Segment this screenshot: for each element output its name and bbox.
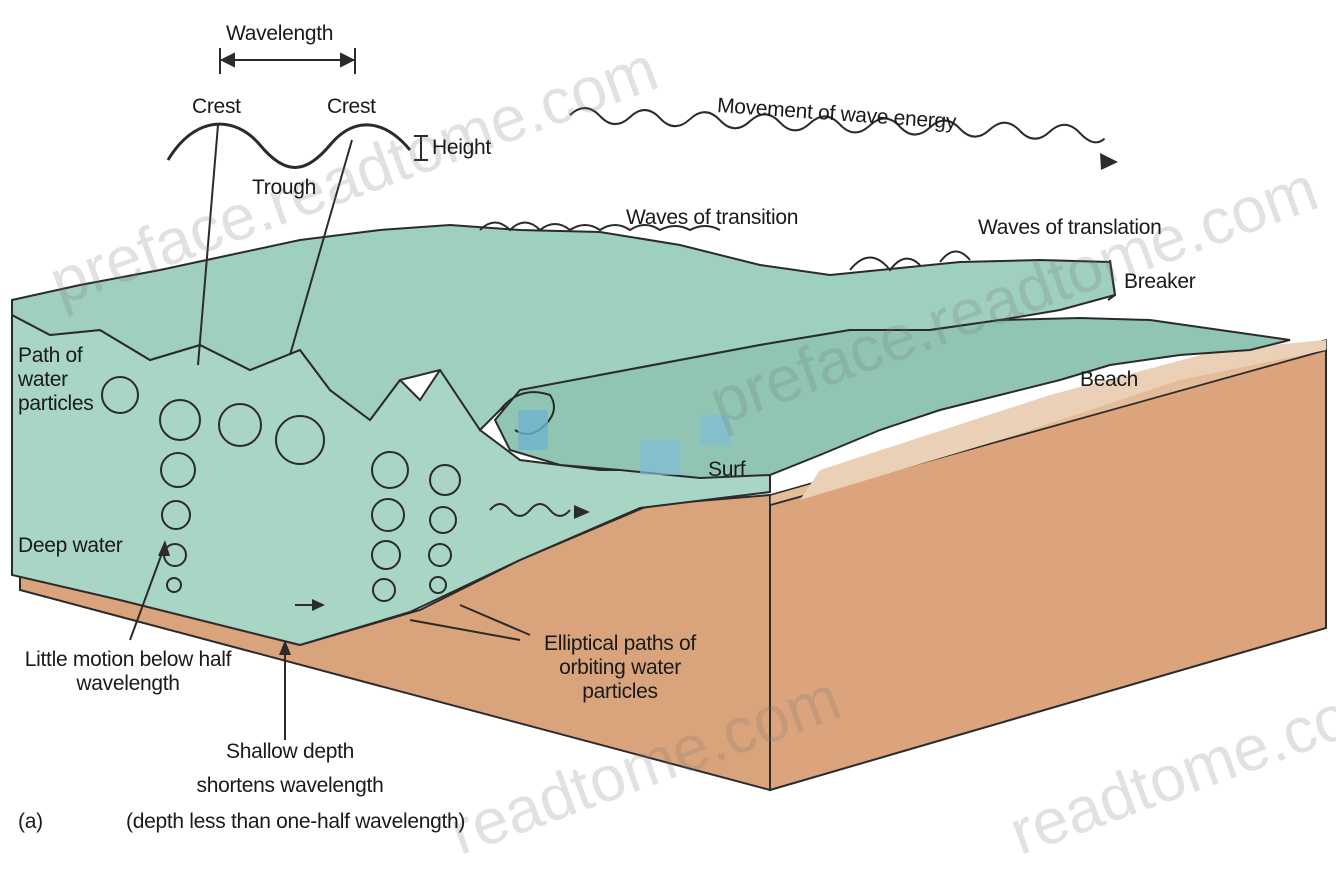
surf-patch-2 — [640, 440, 680, 475]
label-wavelength: Wavelength — [226, 22, 333, 46]
label-little-motion: Little motion below half wavelength — [8, 648, 248, 696]
label-shallow-3: (depth less than one-half wavelength) — [126, 810, 465, 834]
surf-patch-1 — [518, 410, 548, 450]
label-path-of-water-particles: Path of water particles — [18, 344, 118, 416]
surf-patch-3 — [700, 415, 730, 445]
wavelength-arrow — [220, 48, 355, 74]
label-elliptical: Elliptical paths of orbiting water parti… — [525, 632, 715, 704]
label-shallow-1: Shallow depth — [190, 740, 390, 764]
wave-profile — [168, 124, 410, 167]
label-deep-water: Deep water — [18, 534, 122, 558]
label-beach: Beach — [1080, 368, 1138, 392]
label-height: Height — [432, 136, 491, 160]
energy-arrowhead — [1100, 153, 1118, 170]
label-crest-right: Crest — [327, 95, 376, 119]
label-surf: Surf — [708, 458, 745, 482]
height-marker — [414, 136, 428, 160]
label-shallow-2: shortens wavelength — [190, 774, 390, 798]
label-breaker: Breaker — [1124, 270, 1195, 294]
label-trough: Trough — [252, 176, 316, 200]
label-waves-transition: Waves of transition — [626, 206, 798, 230]
figure-letter: (a) — [18, 810, 43, 834]
label-crest-left: Crest — [192, 95, 241, 119]
label-waves-translation: Waves of translation — [978, 216, 1161, 240]
